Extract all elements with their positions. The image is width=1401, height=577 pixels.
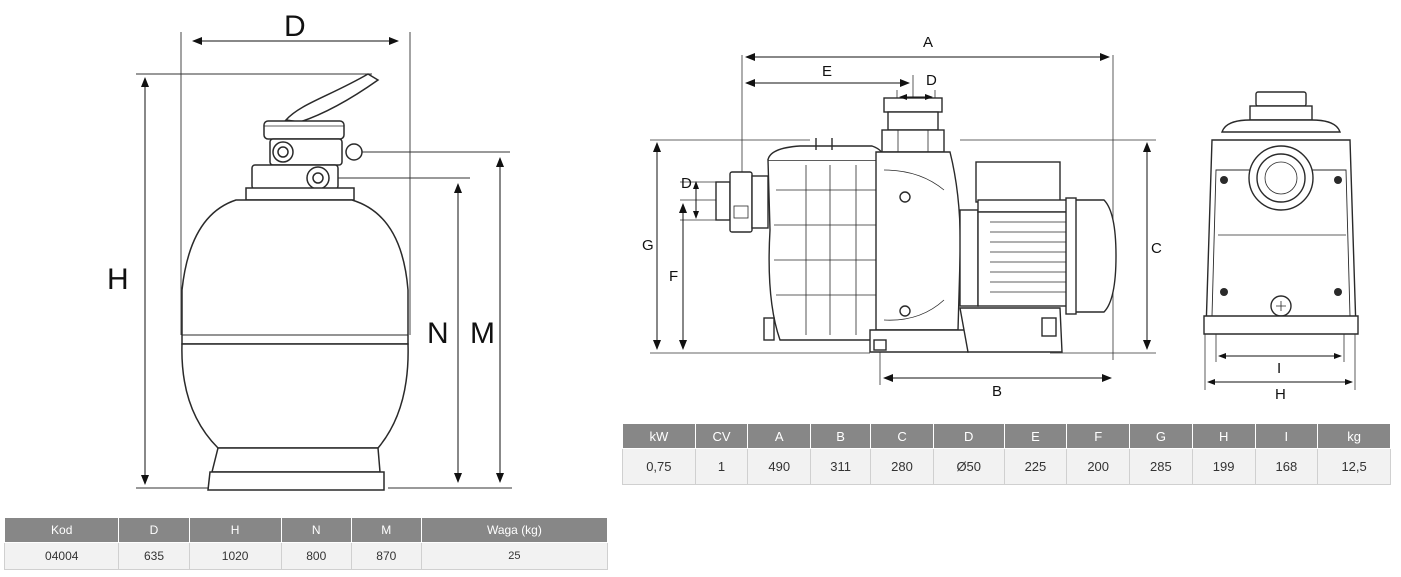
filter-cell: 800 [280, 542, 352, 570]
pump-header-cell: C [870, 423, 934, 449]
pump-header-cell: I [1254, 423, 1319, 449]
filter-cell: 1020 [188, 542, 282, 570]
pump-dim-label-f: F [669, 268, 679, 285]
filter-spec-table: Kod D H N M Waga (kg) 04004 635 1020 800… [3, 517, 609, 570]
pump-dim-label-d-side: D [681, 175, 692, 192]
pump-spec-table: kW CV A B C D E F G H I kg 0,75 1 490 31… [622, 423, 1391, 485]
filter-header-cell: N [280, 517, 352, 543]
pump-header-cell: H [1191, 423, 1256, 449]
filter-cell: 25 [420, 542, 609, 570]
pump-front-view-drawing [1203, 91, 1359, 390]
sand-filter-drawing [136, 32, 512, 491]
pump-header-cell: E [1003, 423, 1068, 449]
pump-cell: 200 [1066, 448, 1131, 485]
pump-header-cell: A [747, 423, 812, 449]
pump-dim-label-g: G [642, 237, 654, 254]
pump-dim-label-c: C [1151, 240, 1162, 257]
pump-dim-label-h: H [1275, 386, 1286, 403]
pump-cell: 280 [870, 448, 934, 485]
pump-side-view-drawing [650, 53, 1156, 385]
filter-header-cell: M [350, 517, 422, 543]
pump-dim-label-b: B [992, 383, 1003, 400]
pump-header-cell: F [1066, 423, 1131, 449]
pump-header-cell: kg [1317, 423, 1391, 449]
pump-header-cell: G [1129, 423, 1193, 449]
pump-header-cell: CV [694, 423, 749, 449]
pump-cell: 490 [747, 448, 812, 485]
filter-dim-label-m: M [470, 317, 495, 350]
pump-cell: 199 [1191, 448, 1256, 485]
pump-table-header-row: kW CV A B C D E F G H I kg [622, 423, 1391, 449]
pump-cell: 168 [1254, 448, 1319, 485]
filter-cell: 870 [350, 542, 422, 570]
pump-cell: 0,75 [622, 448, 696, 485]
filter-dim-label-h: H [107, 263, 129, 296]
filter-header-cell: D [118, 517, 190, 543]
pump-header-cell: D [932, 423, 1005, 449]
pump-dim-label-i: I [1277, 360, 1282, 377]
pump-dim-label-e: E [822, 63, 833, 80]
filter-cell: 635 [118, 542, 190, 570]
pump-cell: 1 [694, 448, 749, 485]
filter-dim-label-n: N [427, 317, 449, 350]
filter-header-cell: Kod [3, 517, 120, 543]
filter-table-header-row: Kod D H N M Waga (kg) [3, 517, 609, 543]
filter-dim-label-d: D [284, 10, 306, 43]
pump-cell: 225 [1003, 448, 1068, 485]
filter-cell: 04004 [3, 542, 120, 570]
pump-cell: 311 [810, 448, 872, 485]
pump-cell: Ø50 [932, 448, 1005, 485]
pump-cell: 12,5 [1317, 448, 1391, 485]
pump-cell: 285 [1129, 448, 1193, 485]
pump-dim-label-a: A [923, 34, 934, 51]
filter-header-cell: Waga (kg) [420, 517, 609, 543]
pump-dim-label-d-top: D [926, 72, 937, 89]
pump-header-cell: kW [622, 423, 696, 449]
table-row: 04004 635 1020 800 870 25 [3, 542, 609, 570]
filter-header-cell: H [188, 517, 282, 543]
pump-header-cell: B [810, 423, 872, 449]
table-row: 0,75 1 490 311 280 Ø50 225 200 285 199 1… [622, 448, 1391, 485]
